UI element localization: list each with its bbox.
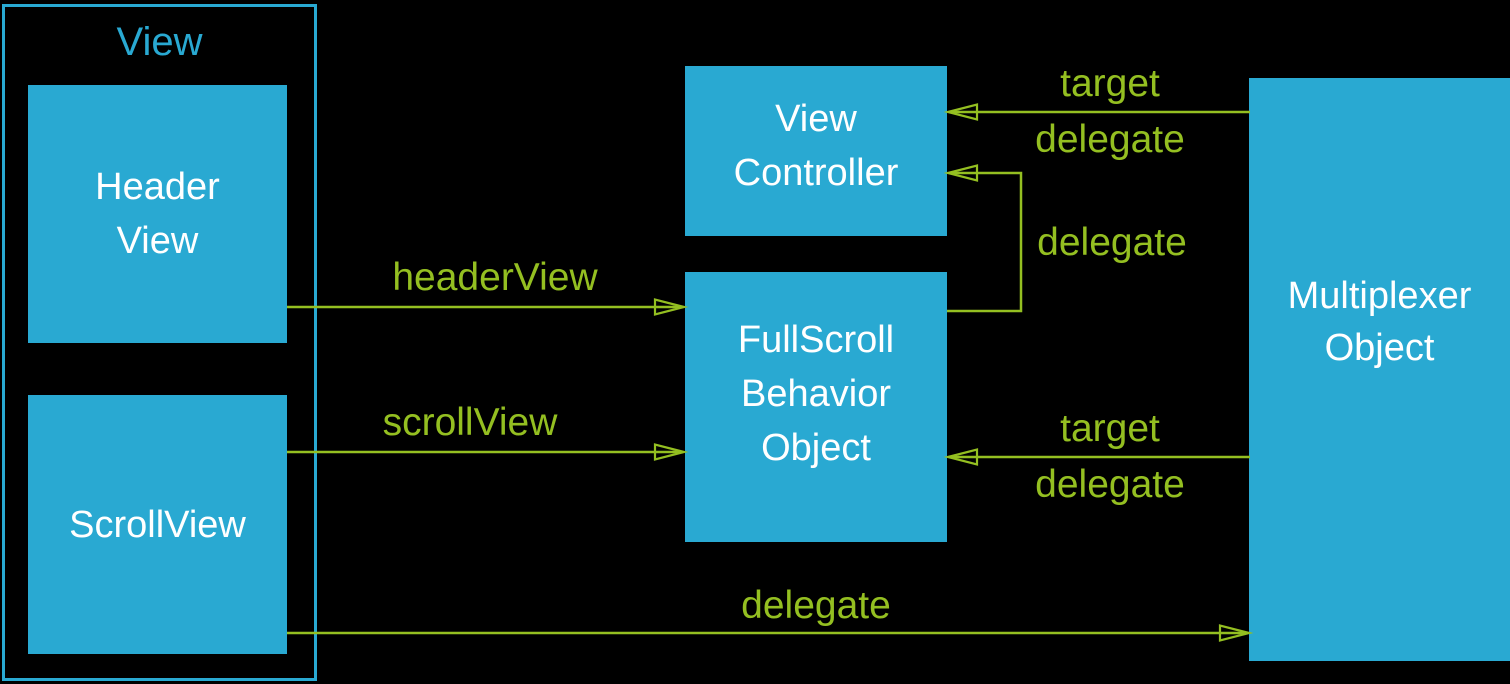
edge-label-target-delegate-top: target delegate (1035, 62, 1185, 161)
node-scroll-view-label: ScrollView (69, 503, 246, 546)
node-fullscroll-behavior-object-label: FullScroll Behavior Object (737, 319, 895, 469)
edge-label-delegate-bottom: delegate (741, 584, 891, 627)
group-view-title: View (116, 20, 203, 64)
arrow-line (947, 171, 1023, 313)
node-header-view: Header View (28, 85, 287, 343)
edge-label-headerview: headerView (392, 256, 598, 299)
arrowhead-right-icon (653, 298, 689, 316)
arrowhead-right-icon (653, 443, 689, 461)
node-fullscroll-behavior-object: FullScroll Behavior Object (685, 272, 947, 542)
node-multiplexer-object: Multiplexer Object (1249, 78, 1510, 661)
edge-label-scrollview: scrollView (382, 401, 558, 444)
edge-label-delegate-elbow: delegate (1037, 221, 1187, 264)
node-multiplexer-object-label: Multiplexer Object (1287, 275, 1472, 369)
arrowhead-right-icon (1218, 624, 1254, 642)
arrowhead-left-icon (943, 103, 979, 121)
arrow-delegate-elbow (943, 164, 1023, 313)
arrowhead-left-icon (943, 164, 979, 182)
node-header-view-label: Header View (95, 166, 220, 262)
group-view-container: View (2, 4, 317, 681)
node-view-controller: View Controller (685, 66, 947, 236)
node-scroll-view: ScrollView (28, 395, 287, 654)
arrowhead-left-icon (943, 448, 979, 466)
edge-label-target-delegate-mid: target delegate (1035, 407, 1185, 506)
node-view-controller-label: View Controller (733, 98, 899, 194)
